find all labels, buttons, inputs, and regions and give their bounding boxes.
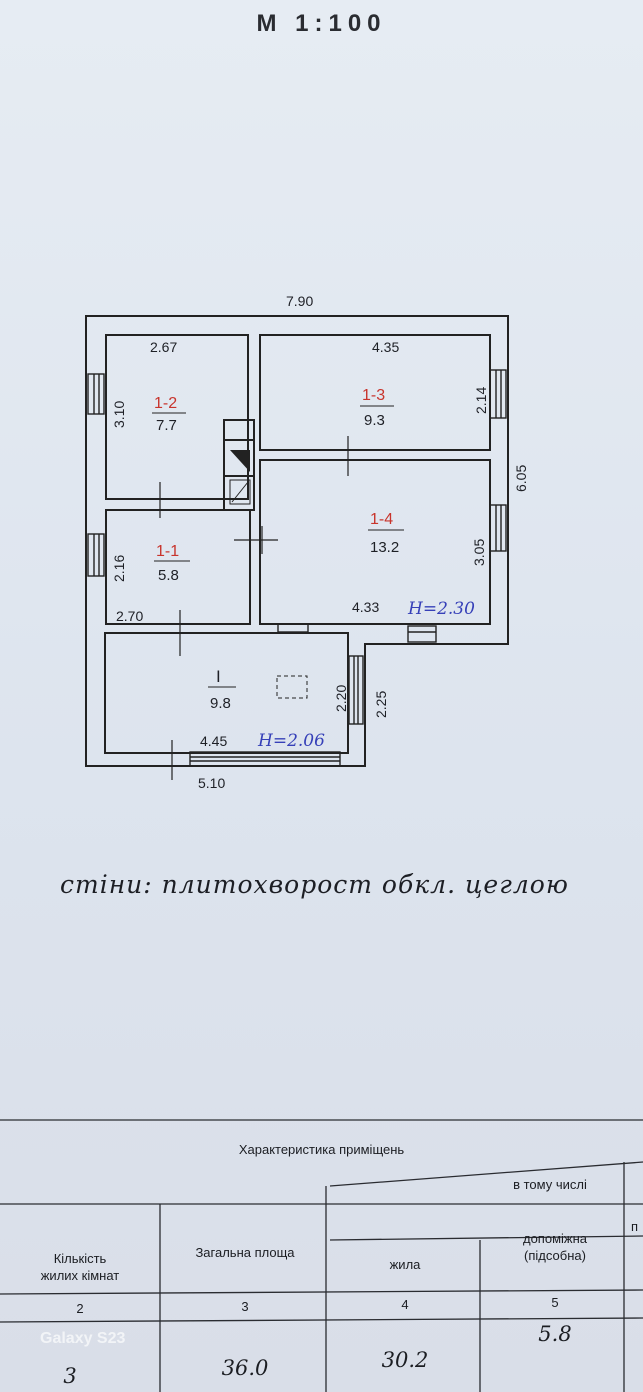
room-1-4-width: 4.33: [352, 599, 379, 615]
overall-depth: 6.05: [513, 465, 529, 492]
walls-note: стіни: плитохворост обкл. цеглою: [60, 870, 569, 899]
room-1-1-depth: 2.16: [111, 555, 127, 582]
room-1-2-depth: 3.10: [111, 401, 127, 428]
col-extra-label: п: [630, 1219, 639, 1234]
porch-width: 5.10: [198, 775, 225, 791]
table-grid: [0, 1119, 643, 1392]
col-living-rooms-num: 2: [76, 1301, 84, 1316]
col-living-area-num: 4: [401, 1297, 409, 1312]
room-characteristics-table: Характеристика приміщень в тому числі Кі…: [0, 1100, 643, 1392]
camera-watermark: Galaxy S23: [40, 1330, 126, 1347]
living-rooms-value: 3: [63, 1364, 77, 1388]
room-I-height: H=2.06: [257, 731, 325, 751]
col-living-area-label: жила: [389, 1257, 421, 1272]
col-total-area-label: Загальна площа: [195, 1245, 295, 1260]
room-1-2-area: 7.7: [156, 417, 177, 434]
stove-icon: [230, 450, 250, 472]
col-auxiliary-area-label: допоміжна (підсобна): [522, 1231, 588, 1263]
room-1-3-depth: 2.14: [473, 387, 489, 414]
col-living-rooms-label: Кількість жилих кімнат: [40, 1251, 120, 1283]
room-1-4-id: 1-4: [370, 511, 393, 528]
room-1-3-area: 9.3: [364, 412, 385, 429]
floor-plan: 7.90 6.05 2.67 3.10 1-2 7.7 4.35 2.14 1-…: [85, 293, 529, 791]
door-marks: [159, 436, 349, 780]
room-1-4-height: H=2.30: [407, 599, 475, 619]
room-1-3-width: 4.35: [372, 339, 399, 355]
col-auxiliary-area-num: 5: [551, 1295, 559, 1310]
auxiliary-area-value: 5.8: [538, 1322, 572, 1346]
windows: [87, 369, 507, 767]
room-1-3-id: 1-3: [362, 387, 385, 404]
room-1-1-id: 1-1: [156, 543, 179, 560]
walls: [85, 315, 509, 767]
room-1-1-width: 2.70: [116, 608, 143, 624]
living-area-value: 30.2: [381, 1348, 429, 1372]
table-title: Характеристика приміщень: [238, 1142, 405, 1157]
hatch-icon: [276, 675, 308, 699]
room-I-width: 4.45: [200, 733, 227, 749]
total-area-value: 36.0: [221, 1356, 269, 1380]
room-1-2-width: 2.67: [150, 339, 177, 355]
overall-width: 7.90: [286, 293, 313, 309]
room-1-4-depth: 3.05: [471, 539, 487, 566]
room-I-depth: 2.20: [333, 685, 349, 712]
boiler-icon: [229, 479, 251, 505]
room-1-1-area: 5.8: [158, 567, 179, 584]
col-total-area-num: 3: [241, 1299, 249, 1314]
room-I-area: 9.8: [210, 695, 231, 712]
scale-title: М 1:100: [256, 10, 387, 37]
subheader: в тому числі: [513, 1177, 587, 1192]
room-I-id: I: [216, 667, 221, 686]
room-1-2-id: 1-2: [154, 395, 177, 412]
room-1-4-area: 13.2: [370, 539, 399, 556]
porch-depth: 2.25: [373, 691, 389, 718]
